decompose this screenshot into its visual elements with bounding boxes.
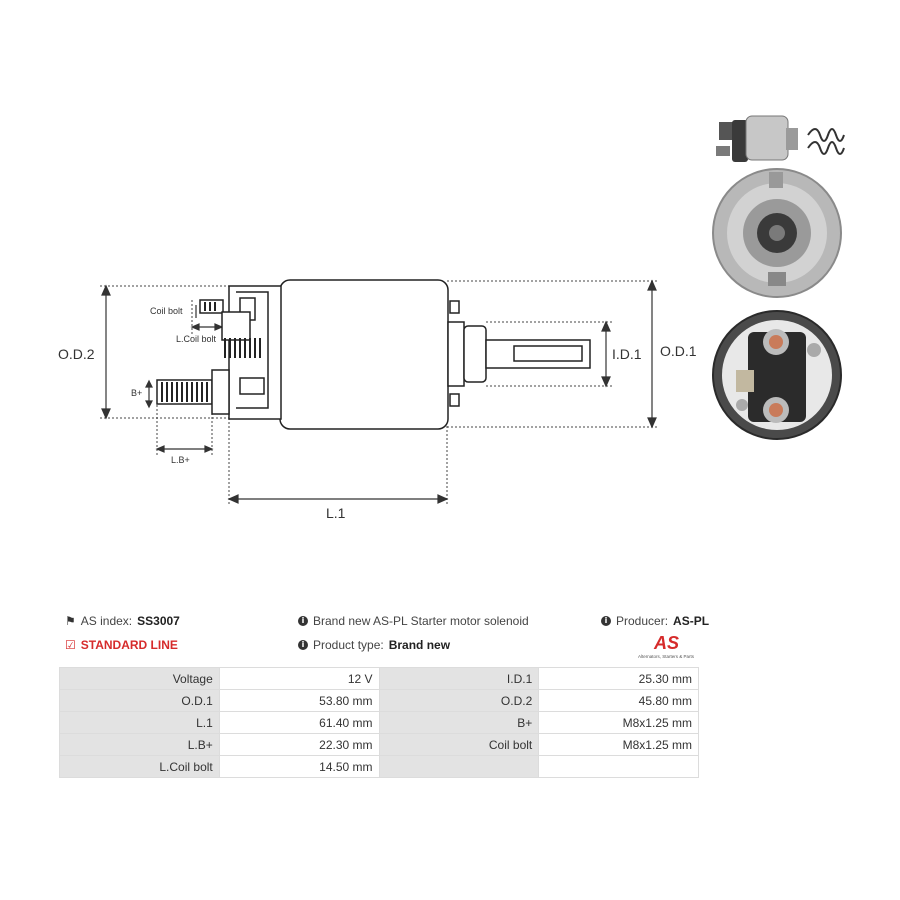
spec-value: 45.80 mm	[538, 689, 699, 712]
producer-value: AS-PL	[673, 614, 710, 628]
info-icon: i	[601, 616, 611, 626]
spec-key: L.Coil bolt	[59, 755, 220, 778]
logo-mark: AS	[653, 633, 679, 653]
spec-key: B+	[378, 711, 540, 734]
description-text: Brand new AS-PL Starter motor solenoid	[313, 614, 529, 628]
info-icon: i	[298, 616, 308, 626]
dimension-arrows	[101, 279, 657, 504]
product-type-value: Brand new	[388, 638, 451, 652]
spec-key: Voltage	[59, 667, 220, 690]
spec-value: 25.30 mm	[538, 667, 699, 690]
tag-icon: ⚑	[65, 614, 76, 628]
producer-label: Producer:	[616, 614, 669, 628]
line-row: ☑ STANDARD LINE	[65, 638, 178, 652]
producer-row: i Producer: AS-PL	[601, 614, 709, 628]
photo-side-view	[716, 115, 845, 162]
b-plus-label: B+	[131, 388, 142, 398]
spec-key: L.1	[59, 711, 220, 734]
checkbox-icon: ☑	[65, 638, 76, 652]
bolt-threads	[161, 302, 261, 402]
l-coil-bolt-label: L.Coil bolt	[176, 334, 217, 344]
od1-label: O.D.1	[660, 343, 697, 359]
od2-label: O.D.2	[58, 346, 95, 362]
logo-tagline: Alternators, Starters & Parts	[638, 654, 695, 659]
spec-key: Coil bolt	[378, 733, 540, 756]
product-type-row: i Product type: Brand new	[298, 638, 450, 652]
as-index-value: SS3007	[137, 614, 180, 628]
as-index-label: AS index:	[80, 614, 133, 628]
spec-value: 53.80 mm	[218, 689, 380, 712]
spec-key: I.D.1	[378, 667, 540, 690]
spec-value: M8x1.25 mm	[538, 711, 699, 734]
as-index-row: ⚑ AS index: SS3007	[65, 614, 180, 628]
lb-plus-label: L.B+	[171, 455, 190, 465]
spec-value: 14.50 mm	[218, 755, 380, 778]
spec-value: 61.40 mm	[218, 711, 380, 734]
spec-value	[538, 755, 699, 778]
spec-key: O.D.1	[59, 689, 220, 712]
spec-key: O.D.2	[378, 689, 540, 712]
as-pl-logo: AS Alternators, Starters & Parts	[638, 633, 695, 659]
technical-drawing: Coil bolt L.Coil bolt O.D.2 B+ L.B+ L.1 …	[58, 115, 845, 521]
coil-bolt-label: Coil bolt	[150, 306, 183, 316]
l1-label: L.1	[326, 505, 346, 521]
standard-line-label: STANDARD LINE	[80, 638, 178, 652]
product-type-label: Product type:	[313, 638, 384, 652]
description-row: i Brand new AS-PL Starter motor solenoid	[298, 614, 529, 628]
spec-value: 22.30 mm	[218, 733, 380, 756]
spec-value: 12 V	[218, 667, 380, 690]
spec-key: L.B+	[59, 733, 220, 756]
info-icon: i	[298, 640, 308, 650]
solenoid-outline	[156, 279, 591, 430]
photo-front-view	[712, 168, 842, 298]
photo-terminal-view	[712, 310, 842, 440]
id1-label: I.D.1	[612, 346, 642, 362]
spec-value: M8x1.25 mm	[538, 733, 699, 756]
spec-key	[378, 755, 540, 778]
